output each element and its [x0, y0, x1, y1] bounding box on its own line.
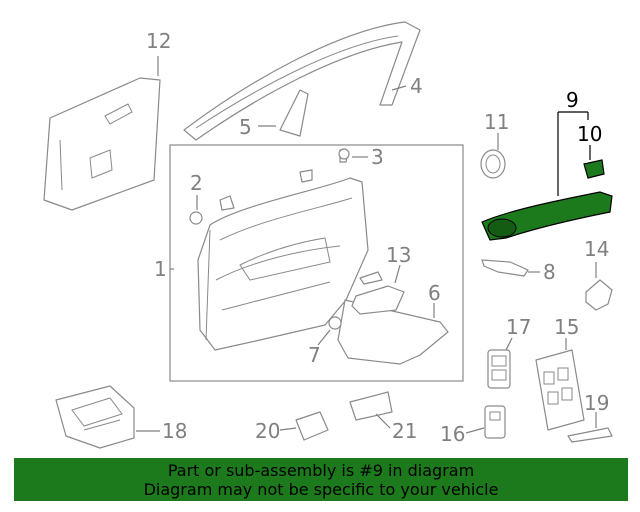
part-18-seat-switch: [55, 385, 135, 449]
callout-3: 3: [371, 145, 384, 169]
callout-18: 18: [162, 419, 187, 443]
callout-2: 2: [190, 171, 203, 195]
callout-7: 7: [308, 343, 321, 367]
callout-6: 6: [428, 281, 441, 305]
part-17-switch: [487, 349, 511, 389]
parts-diagram: 1 2 3 4 5 6 7 8 9 10 11 12 13 14 15 16 1…: [43, 21, 613, 449]
callout-8: 8: [543, 260, 556, 284]
highlight-banner: Part or sub-assembly is #9 in diagram Di…: [14, 458, 628, 501]
part-20-connector: [295, 411, 329, 441]
callout-15: 15: [554, 315, 579, 339]
part-9-highlighted-trim: [481, 191, 613, 241]
banner-line-2: Diagram may not be specific to your vehi…: [143, 480, 499, 499]
callout-9: 9: [566, 88, 579, 112]
part-12-panel-sheet: [43, 77, 161, 211]
part-10-clip: [583, 159, 605, 179]
part-16-switch: [484, 405, 506, 439]
leader-lines: [136, 56, 597, 434]
part-4-frame-trim: [183, 21, 421, 141]
part-19-trim: [567, 427, 613, 443]
part-11-round-trim: [480, 149, 506, 179]
callout-17: 17: [506, 315, 531, 339]
callout-16: 16: [440, 422, 465, 446]
callout-20: 20: [255, 419, 280, 443]
door-panel-assembly-box: [169, 144, 464, 382]
part-15-switch-panel: [535, 349, 585, 431]
part-21-bracket: [349, 391, 393, 421]
callout-5: 5: [239, 115, 252, 139]
part-5-triangle-trim: [279, 89, 309, 137]
banner-line-1: Part or sub-assembly is #9 in diagram: [167, 461, 475, 480]
part-14-cap: [585, 279, 613, 311]
part-8-trim-strip: [481, 259, 529, 277]
callout-14: 14: [584, 237, 609, 261]
callout-1: 1: [154, 257, 167, 281]
callout-11: 11: [484, 110, 509, 134]
callout-10: 10: [577, 122, 602, 146]
callout-19: 19: [584, 391, 609, 415]
callout-4: 4: [410, 74, 423, 98]
callout-13: 13: [386, 243, 411, 267]
callout-12: 12: [146, 29, 171, 53]
callout-21: 21: [392, 419, 417, 443]
callout-labels: 1 2 3 4 5 6 7 8 9 10 11 12 13 14 15 16 1…: [146, 29, 609, 446]
